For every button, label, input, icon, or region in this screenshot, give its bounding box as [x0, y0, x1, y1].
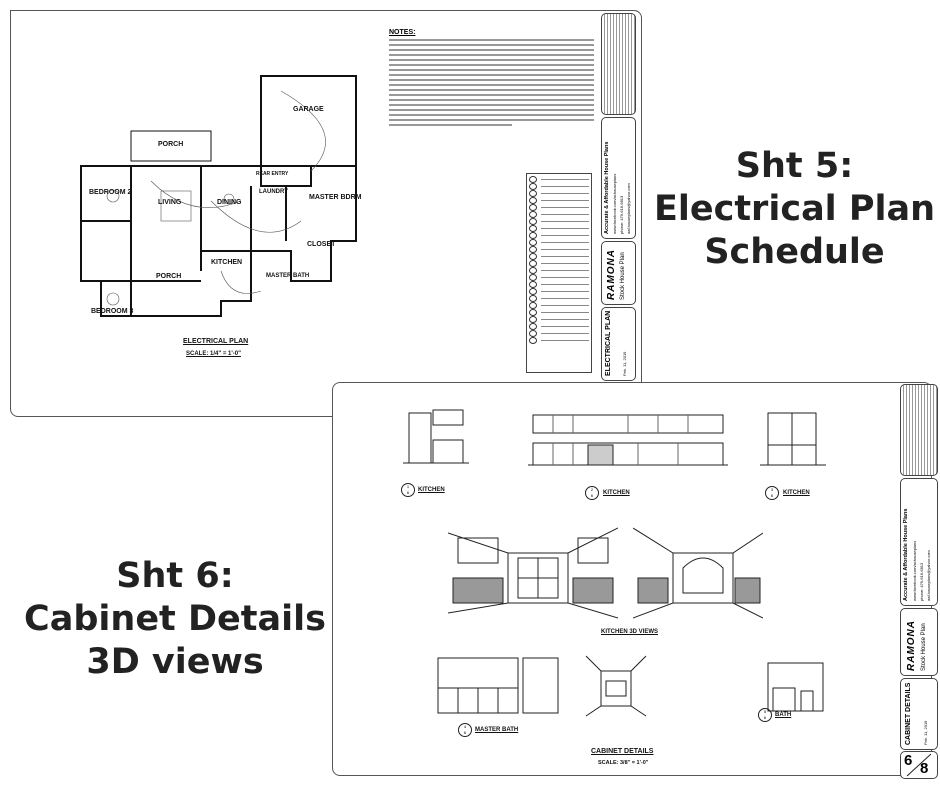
caption-line: Schedule [704, 232, 885, 272]
view-label: MASTER BATH [475, 727, 519, 733]
company-phone: phone: 479-616-6813 [919, 562, 924, 601]
sheet-title-block: CABINET DETAILS Feb. 11, 2019 [900, 678, 938, 750]
room-label: DINING [217, 199, 242, 206]
electrical-legend [526, 173, 592, 373]
view-label: KITCHEN [603, 490, 630, 496]
company-email: aaf.houseplans@yahoo.com [926, 550, 931, 601]
room-label: BEDROOM 2 [89, 189, 132, 196]
company-name: Accurate & Affordable House Plans [604, 141, 610, 234]
view-label: KITCHEN [783, 490, 810, 496]
company-web: www.facebook.com/achouseplans [912, 540, 917, 601]
room-label: KITCHEN [211, 259, 243, 266]
room-label: MASTER BATH [266, 273, 310, 279]
project-name: RAMONA [606, 249, 617, 300]
sheet-number: 6 [904, 752, 913, 769]
view-label: KITCHEN [418, 487, 445, 493]
project-name: RAMONA [906, 620, 917, 671]
caption-line: Cabinet Details [24, 599, 326, 639]
sheet-heading: CABINET DETAILS [591, 748, 654, 755]
company-block: Accurate & Affordable House Plans www.fa… [900, 478, 938, 606]
electrical-floor-plan [80, 75, 357, 317]
sheet-total: 8 [920, 760, 929, 777]
company-web: www.facebook.com/achouseplans [612, 173, 617, 234]
caption-sheet-5: Sht 5: Electrical Plan Schedule [652, 145, 937, 274]
bath-elevation [767, 662, 824, 712]
room-label: PORCH [158, 141, 184, 148]
sheet-number-block: 6 8 [900, 751, 938, 779]
notes-heading: NOTES: [389, 29, 416, 36]
sheet-title: CABINET DETAILS [905, 682, 912, 745]
room-label: BEDROOM 3 [91, 308, 134, 315]
company-email: aaf.houseplans@yahoo.com [626, 183, 631, 234]
master-bath-elevation [437, 657, 559, 714]
plan-scale: SCALE: 1/4" = 1'-0" [186, 351, 241, 357]
kitchen-elevation-3 [760, 412, 826, 466]
sheet-scale: SCALE: 3/8" = 1'-0" [598, 760, 649, 766]
room-label: LAUNDRY [259, 189, 289, 195]
room-label: PORCH [156, 273, 182, 280]
sheet-date: Feb. 11, 2019 [923, 720, 928, 745]
view-label: BATH [775, 712, 792, 718]
caption-line: Sht 6: [116, 556, 234, 596]
disclaimer-block [601, 13, 636, 115]
sheet-title-block: ELECTRICAL PLAN Feb. 11, 2019 [601, 307, 636, 381]
kitchen-3d-view-1 [448, 527, 618, 619]
kitchen-elevation-1 [403, 409, 469, 464]
bath-3d-view [585, 655, 647, 717]
project-block: RAMONA Stock House Plan [601, 241, 636, 305]
company-block: Accurate & Affordable House Plans www.fa… [601, 117, 636, 239]
sheet-title: ELECTRICAL PLAN [605, 310, 612, 376]
sheet-5-electrical-plan: PORCH GARAGE BEDROOM 2 LIVING DINING REA… [10, 10, 642, 417]
room-label: GARAGE [293, 106, 324, 113]
caption-line: 3D views [86, 642, 264, 682]
company-name: Accurate & Affordable House Plans [903, 508, 909, 601]
notes-section: NOTES: [389, 29, 594, 129]
caption-line: Sht 5: [735, 146, 854, 186]
project-subtitle: Stock House Plan [620, 252, 626, 300]
plan-title: ELECTRICAL PLAN [183, 338, 249, 345]
project-block: RAMONA Stock House Plan [900, 608, 938, 676]
disclaimer-block [900, 384, 938, 476]
kitchen-elevation-2 [528, 414, 728, 466]
sheet-date: Feb. 11, 2019 [622, 351, 627, 376]
kitchen-3d-views-label: KITCHEN 3D VIEWS [601, 629, 659, 635]
room-label: REAR ENTRY [256, 171, 289, 177]
caption-sheet-6: Sht 6: Cabinet Details 3D views [20, 555, 330, 684]
room-label: CLOSET [307, 241, 336, 248]
project-subtitle: Stock House Plan [921, 623, 927, 671]
company-phone: phone: 479-616-6813 [619, 195, 624, 234]
room-label: LIVING [158, 199, 182, 206]
kitchen-3d-view-2 [633, 527, 763, 619]
room-label: MASTER BDRM [309, 194, 362, 201]
caption-line: Electrical Plan [653, 189, 936, 229]
